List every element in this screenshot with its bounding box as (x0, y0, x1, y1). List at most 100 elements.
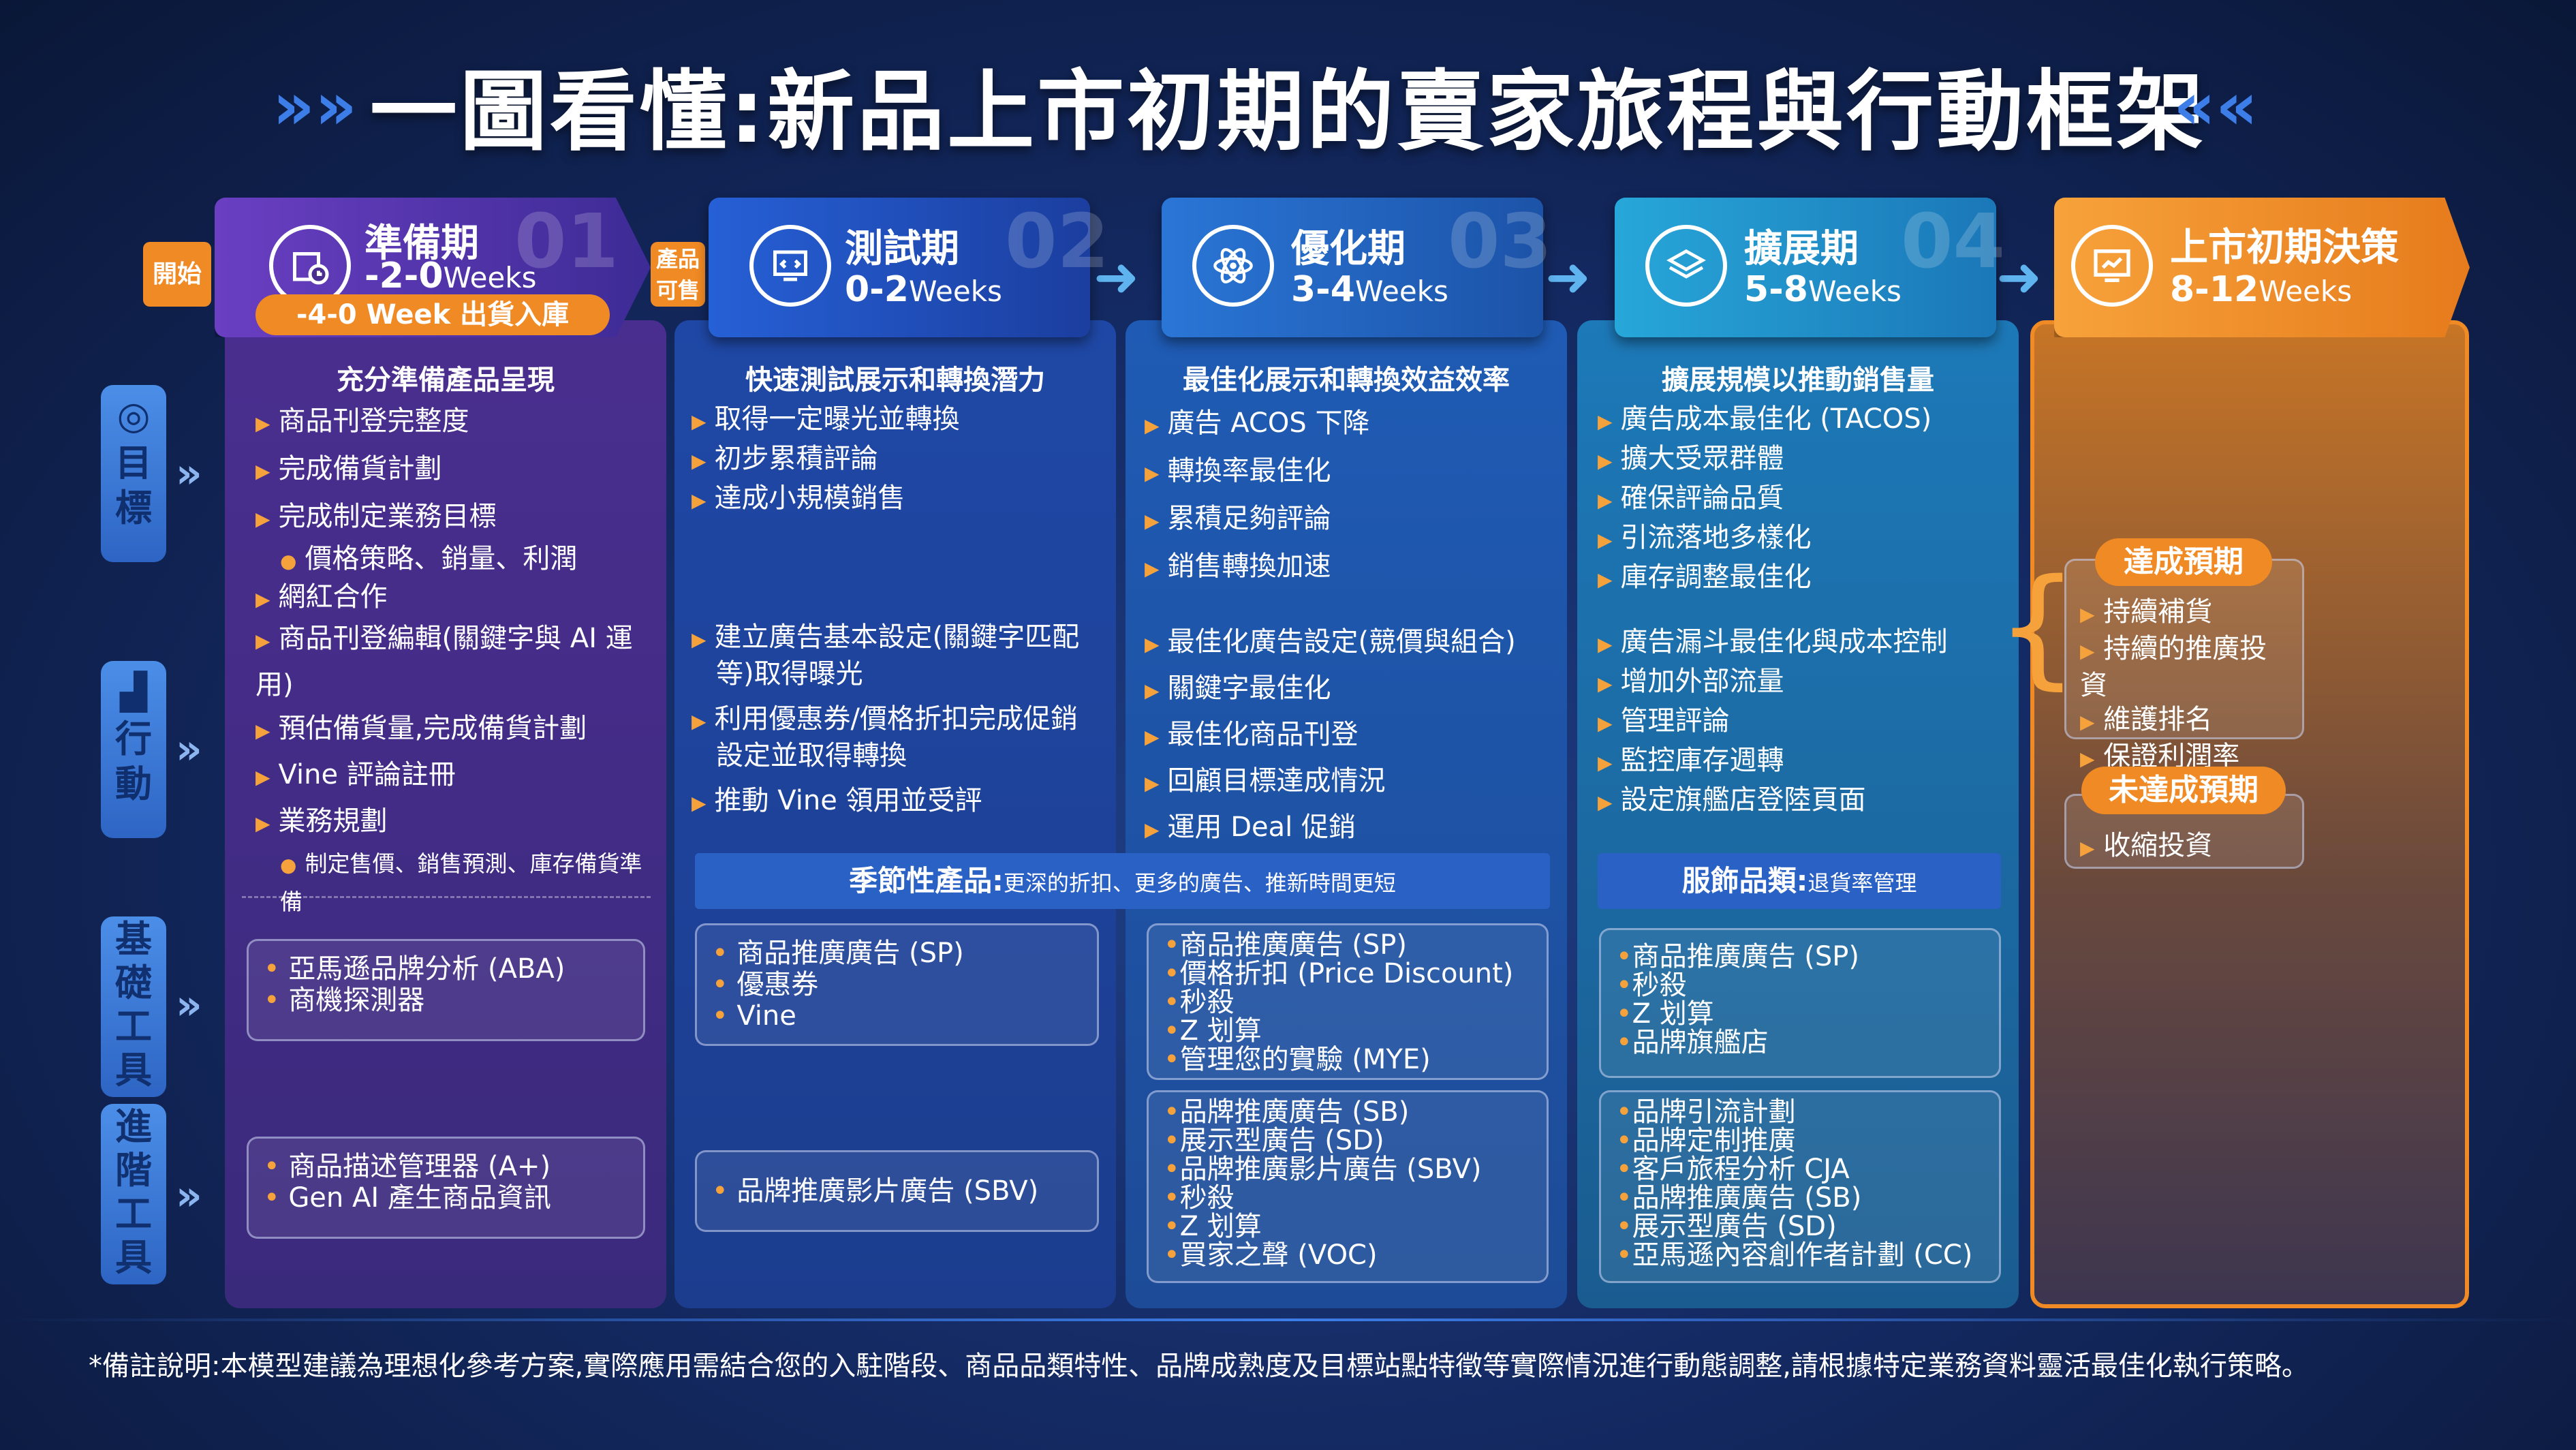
list-item: ▶擴大受眾群體 (1598, 443, 1784, 474)
list-item: ▶銷售轉換加速 (1145, 551, 1331, 582)
list-item: ▶初步累積評論 (692, 443, 878, 474)
arrow-2-to-3: ➜ (1093, 245, 1140, 309)
list-item: •秒殺 (1164, 987, 1235, 1018)
page-title: 一圖看懂:新品上市初期的賣家旅程與行動框架 (369, 61, 2207, 163)
list-item: ▶ 維護排名 (2080, 704, 2213, 735)
row-arrow-basic: » (176, 981, 202, 1029)
phase-range: 0-2Weeks (845, 269, 1002, 310)
list-item: ▶最佳化廣告設定(競價與組合) (1145, 626, 1516, 658)
list-item: •秒殺 (1616, 970, 1687, 1001)
list-item: • 商品描述管理器 (A+) (264, 1151, 551, 1182)
list-item: ▶ 持續補貨 (2080, 596, 2213, 628)
list-item: •品牌推廣廣告 (SB) (1616, 1182, 1862, 1214)
list-sub-item: ●制定售價、銷售預測、庫存備貨準備 (280, 850, 642, 915)
list-item: ▶監控庫存週轉 (1598, 745, 1784, 776)
list-item: • 品牌推廣影片廣告 (SBV) (712, 1175, 1039, 1207)
list-item: ▶取得一定曝光並轉換 (692, 403, 960, 435)
bar-chart-icon: ▟ (120, 672, 147, 713)
list-item: •客戶旅程分析 CJA (1616, 1154, 1850, 1185)
target-icon: ◎ (117, 394, 151, 438)
chart-icon (2071, 225, 2153, 307)
list-item: •Z 划算 (1164, 1211, 1262, 1242)
list-item: •價格折扣 (Price Discount) (1164, 958, 1514, 989)
list-item: ▶回顧目標達成情況 (1145, 765, 1386, 797)
phase-number: 04 (1901, 198, 2006, 285)
arrow-4-to-5: ➜ (1996, 245, 2043, 309)
list-item: •品牌引流計劃 (1616, 1096, 1796, 1128)
list-item: ▶推動 Vine 領用並受評 (692, 785, 982, 816)
basic-tools-box: • 商品推廣廣告 (SP) • 優惠券 • Vine (695, 923, 1099, 1046)
list-item: ▶利用優惠券/價格折扣完成促銷設定並取得轉換 (692, 703, 1078, 771)
list-item: ▶設定旗艦店登陸頁面 (1598, 784, 1866, 816)
list-item: •商品推廣廣告 (SP) (1164, 929, 1408, 961)
list-item: ▶完成備貨計劃 (255, 453, 442, 484)
action-list: ▶商品刊登編輯(關鍵字與 AI 運用) ▶預估備貨量,完成備貨計劃 ▶Vine … (255, 617, 664, 921)
phase-header-decision: 上市初期決策 8-12Weeks (2054, 198, 2470, 337)
achieved-badge: 達成預期 (2095, 538, 2272, 586)
list-item: •品牌推廣廣告 (SB) (1164, 1096, 1410, 1128)
not-achieved-badge: 未達成預期 (2081, 767, 2286, 814)
row-arrow-goal: » (176, 450, 202, 497)
start-tag: 開始 (143, 242, 211, 307)
goal-title: 最佳化展示和轉換效益效率 (1183, 365, 1510, 396)
shipping-badge: -4-0 Week 出貨入庫 (255, 294, 610, 335)
row-label-advanced-tools: 進階工具 (101, 1104, 166, 1284)
list-item: ▶庫存調整最佳化 (1598, 561, 1812, 593)
advanced-tools-box: • 品牌推廣影片廣告 (SBV) (695, 1150, 1099, 1232)
list-item: ▶達成小規模銷售 (692, 482, 905, 514)
divider (242, 896, 651, 898)
list-item: ▶預估備貨量,完成備貨計劃 (255, 713, 587, 744)
list-item: •亞馬遜內容創作者計劃 (CC) (1616, 1239, 1973, 1271)
product-ready-tag: 產品可售 (651, 242, 705, 307)
phase-range: 8-12Weeks (2170, 269, 2353, 310)
list-item: •展示型廣告 (SD) (1616, 1211, 1837, 1242)
advanced-tools-box: • 商品描述管理器 (A+) • Gen AI 產生商品資訊 (247, 1137, 645, 1239)
row-arrow-advanced: » (176, 1172, 202, 1220)
basic-tools-box: • 亞馬遜品牌分析 (ABA) • 商機探測器 (247, 939, 645, 1041)
list-item: •買家之聲 (VOC) (1164, 1239, 1378, 1271)
list-item: • Gen AI 產生商品資訊 (264, 1182, 551, 1214)
goal-list: ▶廣告成本最佳化 (TACOS) ▶擴大受眾群體 ▶確保評論品質 ▶引流落地多樣… (1598, 401, 2013, 598)
phase-header-optimize: 優化期 3-4Weeks 03 (1162, 198, 1552, 337)
phase-number: 03 (1448, 198, 1553, 285)
basic-tools-box: •商品推廣廣告 (SP) •秒殺 •Z 划算 •品牌旗艦店 (1599, 928, 2001, 1078)
list-item: ▶廣告成本最佳化 (TACOS) (1598, 403, 1932, 435)
phase-number: 02 (1005, 198, 1110, 285)
phase-column-decision (2030, 320, 2469, 1308)
list-item: ▶關鍵字最佳化 (1145, 673, 1331, 704)
list-item: ▶確保評論品質 (1598, 482, 1784, 514)
row-label-basic-tools: 基礎工具 (101, 916, 166, 1097)
phase-column-expand (1577, 320, 2019, 1308)
list-item: ▶最佳化商品刊登 (1145, 719, 1359, 750)
list-item: ▶廣告漏斗最佳化與成本控制 (1598, 626, 1948, 658)
phase-column-optimize (1126, 320, 1567, 1308)
action-list: ▶最佳化廣告設定(競價與組合) ▶關鍵字最佳化 ▶最佳化商品刊登 ▶回顧目標達成… (1145, 620, 1560, 852)
list-item: ▶運用 Deal 促銷 (1145, 812, 1356, 843)
footer-line (0, 1318, 2576, 1321)
phase-header-test: 測試期 0-2Weeks 02 (709, 198, 1109, 337)
list-item: ▶ 持續的推廣投資 (2080, 633, 2267, 701)
phase-range: 5-8Weeks (1744, 269, 1902, 310)
list-item: ▶管理評論 (1598, 705, 1730, 737)
action-list: ▶建立廣告基本設定(關鍵字匹配等)取得曝光 ▶利用優惠券/價格折扣完成促銷設定並… (692, 620, 1100, 820)
list-item: • 亞馬遜品牌分析 (ABA) (264, 953, 565, 985)
list-item: •Z 划算 (1164, 1015, 1262, 1047)
list-item: •品牌旗艦店 (1616, 1027, 1769, 1058)
list-item: •品牌推廣影片廣告 (SBV) (1164, 1154, 1482, 1185)
list-item: ▶累積足夠評論 (1145, 503, 1331, 534)
list-item: ▶完成制定業務目標 (255, 501, 497, 532)
advanced-tools-box: •品牌推廣廣告 (SB) •展示型廣告 (SD) •品牌推廣影片廣告 (SBV)… (1147, 1090, 1549, 1283)
phase-name: 測試期 (845, 227, 959, 271)
list-item: • 商品推廣廣告 (SP) (712, 938, 964, 969)
phase-range: 3-4Weeks (1291, 269, 1448, 310)
phase-header-expand: 擴展期 5-8Weeks 04 (1615, 198, 2005, 337)
phase-name: 優化期 (1291, 227, 1406, 271)
row-label-goal: ◎ 目標 (101, 385, 166, 562)
list-item: ▶建立廣告基本設定(關鍵字匹配等)取得曝光 (692, 621, 1080, 690)
goal-title: 擴展規模以推動銷售量 (1662, 365, 1934, 396)
apparel-note: 服飾品類:退貨率管理 (1598, 853, 2001, 909)
goal-list: ▶商品刊登完整度 ▶完成備貨計劃 ▶完成制定業務目標 ●價格策略、銷量、利潤 ▶… (255, 399, 657, 618)
phase-column-prep (225, 320, 666, 1308)
title-right-chevrons: «« (2173, 68, 2259, 144)
list-item: ▶引流落地多樣化 (1598, 522, 1812, 553)
